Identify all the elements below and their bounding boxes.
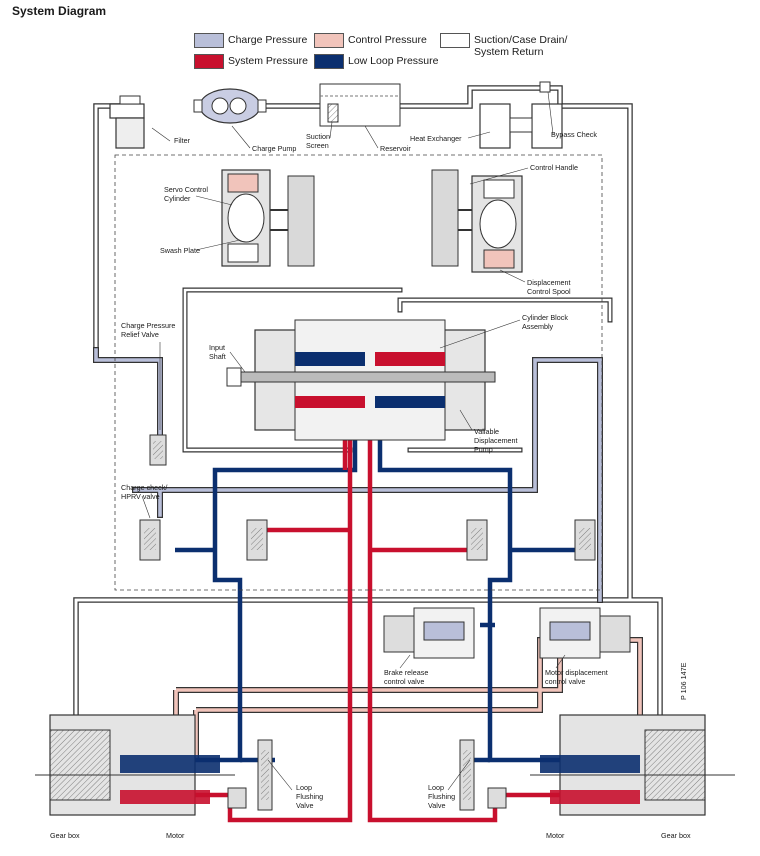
low-loop-lines [130,360,580,763]
label-heat-exchanger: Heat Exchanger [410,134,462,143]
label-motor-left: Motor [166,831,185,840]
label-gear-box-left: Gear box [50,831,80,840]
legend-label-system: System Pressure [228,55,308,67]
reservoir [319,83,401,127]
legend-swatch-charge [194,33,224,48]
loop-flushing-valve-right [459,739,507,811]
label-filter: Filter [174,136,191,145]
legend-label-control: Control Pressure [348,34,427,46]
charge-pressure-relief-valve [149,434,167,466]
page-title: System Diagram [12,4,107,18]
label-reservoir: Reservoir [380,144,411,153]
servo-control-cylinder-right [431,169,523,273]
label-charge-pump: Charge Pump [252,144,296,153]
label-motor-right: Motor [546,831,565,840]
legend-swatch-system [194,54,224,69]
heat-exchanger [479,81,563,149]
legend-label-charge: Charge Pressure [228,34,308,46]
motor-displacement-valve [539,607,631,659]
filter [109,95,145,149]
variable-displacement-pump [226,319,496,441]
brake-release-valve [383,607,475,659]
label-gear-box-right: Gear box [661,831,691,840]
legend-label-lowloop: Low Loop Pressure [348,55,439,67]
label-swash-plate: Swash Plate [160,246,200,255]
charge-pump [193,88,267,124]
legend-swatch-lowloop [314,54,344,69]
servo-control-cylinder-left [221,169,315,267]
legend-label-return: Suction/Case Drain/ System Return [474,34,568,58]
figure-code: P 106 147E [679,662,688,700]
legend-swatch-control [314,33,344,48]
label-control-handle: Control Handle [530,163,578,172]
charge-check-valves [139,519,596,561]
charge-lines [93,347,603,603]
return-lines [73,85,663,765]
label-bypass-check: Bypass Check [551,130,597,139]
loop-flushing-valve-left [227,739,273,811]
motor-right [530,714,735,816]
leader-lines [141,91,566,791]
legend-swatch-return [440,33,470,48]
label-charge-check-hprv-valve: Charge check/HPRV valve [121,483,167,501]
motor-left [35,714,235,816]
pump-boundary [114,154,603,591]
